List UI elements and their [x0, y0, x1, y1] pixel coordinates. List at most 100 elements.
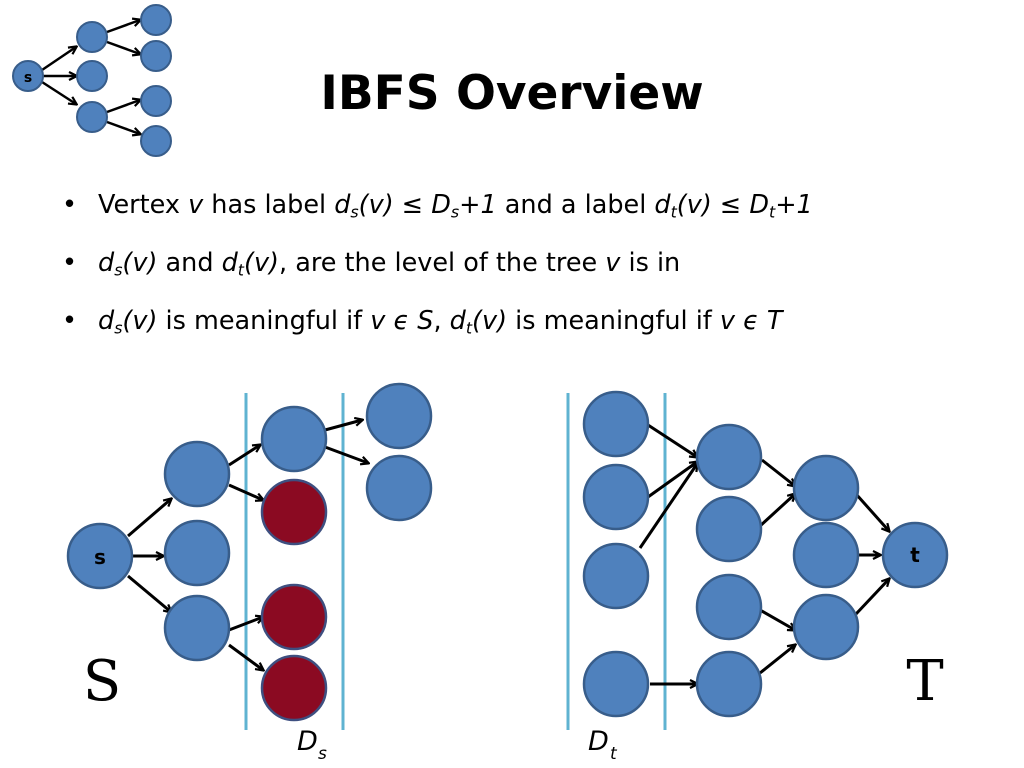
highlighted-node: [260, 654, 328, 722]
subscript: s: [450, 202, 460, 222]
edge: [324, 445, 368, 463]
source-label: s: [94, 545, 106, 569]
icon-node: [76, 60, 108, 92]
slide-title: IBFS Overview: [320, 66, 704, 121]
edge: [228, 445, 260, 467]
expr: (v): [244, 248, 279, 278]
bullet-item-3: • ds(v) is meaningful if v ϵ S, dt(v) is…: [62, 306, 813, 364]
bullet-dot: •: [62, 248, 78, 278]
condition: v ϵ T: [719, 306, 783, 336]
edge: [759, 645, 795, 675]
d-letter: d: [334, 190, 351, 220]
node: [365, 454, 433, 522]
edge: [324, 420, 362, 432]
expr: +1: [459, 190, 497, 220]
sink-node: [881, 521, 949, 589]
node: [792, 454, 860, 522]
ds-label: ds(v) ≤ Ds+1: [334, 190, 497, 222]
bullet-text: has label: [203, 190, 335, 220]
set-S-label: S: [83, 649, 121, 714]
node: [582, 390, 650, 458]
bullet-dot: •: [62, 190, 78, 220]
node: [792, 521, 860, 589]
edge: [759, 608, 795, 630]
bullet-dot: •: [62, 306, 78, 336]
node: [582, 463, 650, 531]
bullet-text: is meaningful if: [507, 306, 720, 336]
ds-label: ds(v): [98, 306, 158, 338]
node: [792, 593, 860, 661]
icon-node: [140, 40, 172, 72]
bullet-text: and a label: [496, 190, 655, 220]
sink-label: t: [910, 543, 920, 567]
edge: [758, 494, 795, 528]
icon-edge: [41, 80, 76, 104]
edge: [854, 579, 889, 616]
bullet-list: • Vertex v has label ds(v) ≤ Ds+1 and a …: [62, 190, 813, 364]
d-letter: d: [221, 248, 238, 278]
edge: [638, 464, 697, 549]
icon-node: [140, 125, 172, 157]
svg-text:D: D: [588, 726, 609, 757]
expr: (v): [122, 248, 158, 278]
node: [163, 519, 231, 587]
icon-edge: [106, 40, 140, 54]
dt-label: dt(v): [450, 306, 508, 338]
edge: [127, 574, 171, 612]
node: [163, 594, 231, 662]
icon-edge: [106, 100, 140, 114]
d-letter: d: [654, 190, 671, 220]
subscript: s: [114, 260, 123, 280]
svg-text:s: s: [318, 744, 327, 764]
d-letter: d: [98, 248, 115, 278]
bullet-text: Vertex: [98, 190, 189, 220]
icon-edge: [106, 20, 140, 34]
subscript: t: [465, 318, 473, 338]
bullet-text: , are the level of the tree: [279, 248, 606, 278]
dt-label: dt(v) ≤ Dt+1: [654, 190, 813, 222]
subscript: t: [768, 202, 776, 222]
subscript: s: [114, 318, 123, 338]
bullet-item-2: • ds(v) and dt(v), are the level of the …: [62, 248, 813, 306]
subscript: t: [237, 260, 244, 280]
set-T-label: T: [906, 649, 943, 714]
bullet-text: and: [157, 248, 222, 278]
subscript: s: [350, 202, 359, 222]
node: [695, 423, 763, 491]
Dt-label: D t: [588, 726, 618, 764]
edge: [761, 458, 795, 486]
svg-text:t: t: [610, 744, 618, 764]
edge: [127, 499, 171, 538]
bullet-text: is meaningful if: [157, 306, 371, 336]
expr: (v) ≤ D: [358, 190, 451, 220]
subscript: t: [670, 202, 677, 222]
icon-node: [76, 21, 108, 53]
icon-edge: [106, 120, 140, 134]
ds-label: ds(v): [98, 248, 158, 280]
bullet-text: is in: [620, 248, 681, 278]
icon-source-label: s: [24, 70, 32, 86]
edge: [647, 462, 697, 499]
edge: [647, 423, 697, 457]
node: [365, 382, 433, 450]
var-v: v: [605, 248, 621, 278]
expr: +1: [775, 190, 813, 220]
var-v: v: [188, 190, 204, 220]
node: [582, 542, 650, 610]
icon-edge: [41, 47, 76, 72]
bullet-item-1: • Vertex v has label ds(v) ≤ Ds+1 and a …: [62, 190, 813, 248]
node: [582, 650, 650, 718]
node: [695, 650, 763, 718]
icon-node: [140, 85, 172, 117]
expr: (v): [472, 306, 508, 336]
highlighted-node: [260, 478, 328, 546]
node: [163, 440, 231, 508]
Ds-label: D s: [297, 726, 327, 764]
expr: (v): [122, 306, 158, 336]
edge: [228, 617, 263, 632]
node: [695, 573, 763, 641]
dt-label: dt(v): [221, 248, 279, 280]
node: [260, 405, 328, 473]
